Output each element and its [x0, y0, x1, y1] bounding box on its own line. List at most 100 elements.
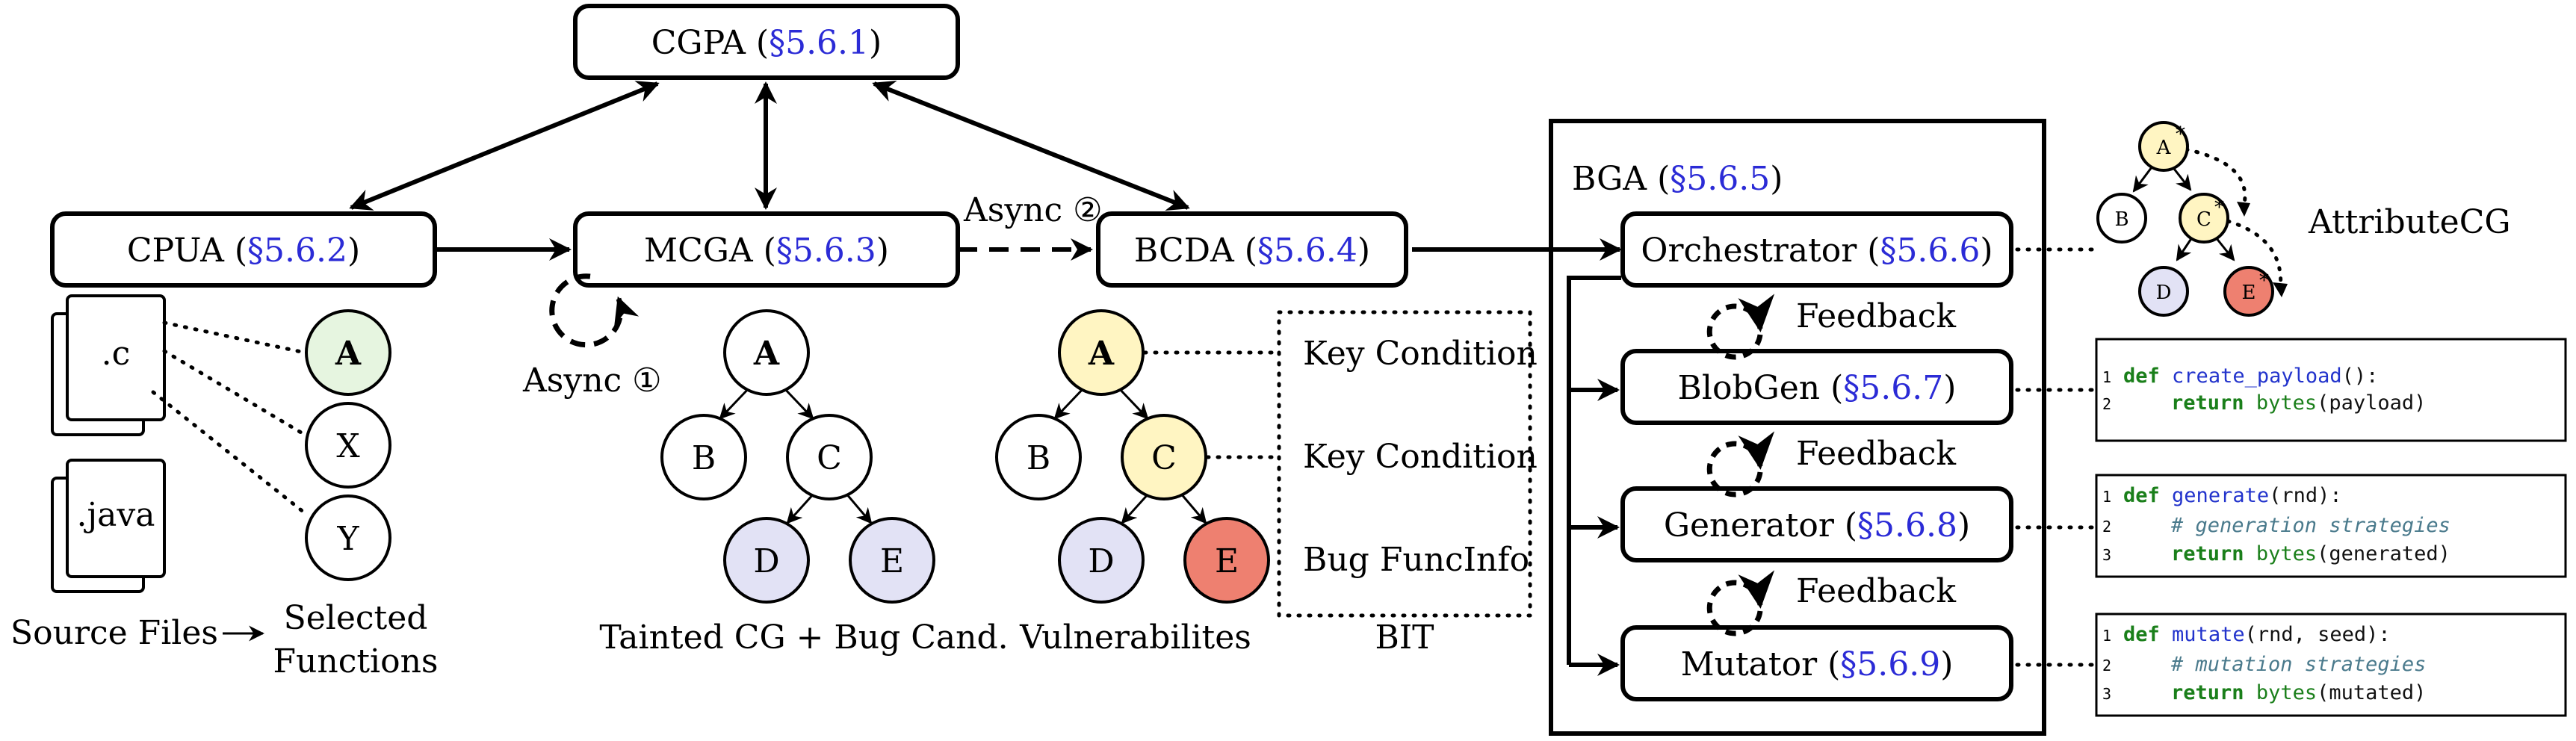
selected-node-a-label: A — [335, 335, 362, 373]
selected-node-a — [305, 309, 391, 396]
mcga-name: MCGA — [644, 232, 754, 270]
bga-name: BGA — [1572, 160, 1647, 198]
bga-ref[interactable]: §5.6.5 — [1670, 160, 1770, 198]
source-files: .c .java Source Files — [10, 294, 265, 652]
c-file-icon: .c — [51, 294, 166, 436]
svg-text:Generator (§5.6.8): Generator (§5.6.8) — [1664, 506, 1970, 545]
bit-label: BIT — [1375, 618, 1434, 657]
code-mutator-ln2: 2 — [2102, 657, 2111, 675]
vuln-node-b — [995, 414, 1082, 500]
attr-node-b-label: B — [2114, 208, 2128, 231]
edge-cgpa-cpua — [349, 81, 660, 211]
generator-box: Generator (§5.6.8) — [1620, 486, 2013, 562]
code-generator: 1 def generate(rnd): 2 # generation stra… — [2015, 474, 2567, 578]
vuln-node-e-label: E — [1215, 542, 1239, 580]
svg-text:CPUA (§5.6.2): CPUA (§5.6.2) — [127, 232, 360, 270]
code-blobgen-ln2: 2 — [2102, 395, 2111, 413]
code-generator-ln3: 3 — [2102, 546, 2111, 564]
attribute-cg: A * B C * D E * AttributeCG — [2015, 121, 2511, 317]
attr-node-e-star: * — [2259, 270, 2269, 292]
c-file-label: .c — [102, 335, 131, 373]
feedback-loop-1: Feedback — [1706, 294, 1956, 360]
tainted-node-e — [849, 517, 935, 604]
code-generator-ln2: 2 — [2102, 518, 2111, 536]
code-mutator-ln1: 1 — [2102, 627, 2111, 645]
tainted-node-d — [723, 517, 810, 604]
async-1: Async ① — [522, 273, 662, 400]
generator-ref[interactable]: §5.6.8 — [1857, 506, 1957, 545]
cgpa-ref[interactable]: §5.6.1 — [769, 24, 869, 62]
feedback-loop-3: Feedback — [1706, 570, 1956, 636]
tainted-node-a-label: A — [753, 335, 780, 373]
feedback-label-1: Feedback — [1796, 297, 1956, 335]
orchestrator-box: Orchestrator (§5.6.6) — [1620, 211, 2013, 288]
orchestrator-name: Orchestrator — [1641, 232, 1857, 270]
cgpa-box: CGPA (§5.6.1) — [573, 4, 960, 80]
tainted-node-b — [660, 414, 747, 500]
bit-table: Key Condition Key Condition Bug FuncInfo… — [1142, 310, 1538, 657]
async-1-label: Async ① — [522, 362, 662, 400]
tainted-node-c-label: C — [817, 439, 842, 477]
svg-text:BCDA (§5.6.4): BCDA (§5.6.4) — [1134, 232, 1370, 270]
selected-node-y — [305, 494, 391, 581]
code-mutator-ln3: 3 — [2102, 685, 2111, 703]
code-blobgen: 1 def create_payload(): 2 return bytes(p… — [2015, 338, 2567, 442]
code-generator-line3: return bytes(generated) — [2171, 542, 2450, 565]
mutator-box: Mutator (§5.6.9) — [1620, 625, 2013, 701]
vuln-node-d — [1058, 517, 1145, 604]
vuln-node-c-label: C — [1151, 439, 1177, 477]
code-blobgen-line2: return bytes(payload) — [2171, 391, 2426, 415]
main-edges — [349, 80, 1622, 676]
generator-name: Generator — [1664, 506, 1835, 545]
attr-node-e-label: E — [2242, 282, 2256, 304]
tainted-node-d-label: D — [753, 542, 779, 580]
key-condition-1: Key Condition — [1303, 335, 1538, 373]
java-file-icon: .java — [51, 459, 166, 593]
blobgen-box: BlobGen (§5.6.7) — [1620, 349, 2013, 425]
bga-frame: BGA (§5.6.5) — [1549, 119, 2046, 736]
svg-text:MCGA (§5.6.3): MCGA (§5.6.3) — [644, 232, 889, 270]
blobgen-name: BlobGen — [1678, 369, 1821, 407]
tainted-cg-label: Tainted CG + Bug Cand. — [599, 618, 1008, 657]
orchestrator-ref[interactable]: §5.6.6 — [1880, 232, 1980, 270]
code-blobgen-line1: def create_payload(): — [2123, 365, 2378, 388]
svg-text:BlobGen (§5.6.7): BlobGen (§5.6.7) — [1678, 369, 1957, 407]
selected-node-y-label: Y — [336, 520, 359, 558]
java-file-label: .java — [77, 496, 155, 534]
bga-bracket — [1567, 276, 1621, 665]
mcga-ref[interactable]: §5.6.3 — [776, 232, 876, 270]
feedback-label-3: Feedback — [1796, 572, 1956, 610]
vuln-node-d-label: D — [1088, 542, 1114, 580]
attr-node-e — [2223, 266, 2274, 317]
async-2-label: Async ② — [963, 191, 1103, 229]
code-mutator: 1 def mutate(rnd, seed): 2 # mutation st… — [2015, 613, 2567, 717]
bcda-ref[interactable]: §5.6.4 — [1257, 232, 1357, 270]
svg-text:Mutator (§5.6.9): Mutator (§5.6.9) — [1681, 645, 1954, 683]
tainted-node-e-label: E — [880, 542, 904, 580]
code-generator-line1: def generate(rnd): — [2123, 484, 2342, 507]
bug-funcinfo: Bug FuncInfo — [1303, 541, 1529, 579]
cpua-ref[interactable]: §5.6.2 — [247, 232, 347, 270]
cpua-name: CPUA — [127, 232, 225, 270]
selected-node-x-label: X — [336, 427, 360, 465]
feedback-label-2: Feedback — [1796, 435, 1956, 473]
attr-node-a — [2138, 121, 2189, 172]
selected-functions: A X Y Selected Functions — [151, 309, 439, 680]
code-generator-line2: # generation strategies — [2170, 514, 2450, 537]
vulnerabilities-cg: A B C D E Vulnerabilites — [995, 309, 1270, 657]
attr-node-c-label: C — [2196, 208, 2211, 231]
attr-node-d-label: D — [2156, 282, 2172, 304]
edge-cgpa-bcda — [872, 80, 1190, 211]
attr-node-c-star: * — [2214, 196, 2224, 219]
svg-text:Orchestrator (§5.6.6): Orchestrator (§5.6.6) — [1641, 232, 1993, 270]
cgpa-name: CGPA — [651, 24, 746, 62]
attr-node-a-star: * — [2176, 123, 2185, 146]
vuln-node-a-label: A — [1088, 335, 1115, 373]
mutator-ref[interactable]: §5.6.9 — [1840, 645, 1940, 683]
key-condition-2: Key Condition — [1303, 438, 1538, 476]
vuln-node-e — [1183, 517, 1270, 604]
cpua-box: CPUA (§5.6.2) — [50, 211, 437, 288]
tainted-node-a — [723, 309, 810, 396]
blobgen-ref[interactable]: §5.6.7 — [1843, 369, 1943, 407]
